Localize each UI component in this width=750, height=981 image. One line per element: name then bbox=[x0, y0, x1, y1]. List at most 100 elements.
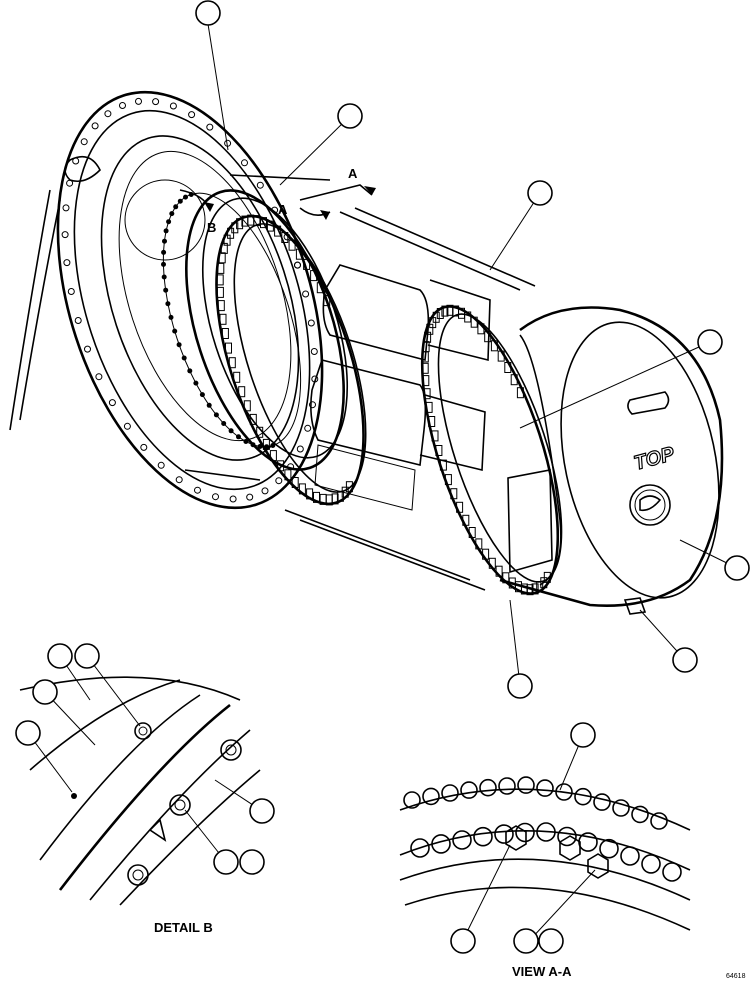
callout-1 bbox=[195, 0, 221, 26]
ring-tooth bbox=[266, 220, 274, 232]
drum-stud bbox=[176, 342, 182, 348]
flange-hole bbox=[294, 261, 301, 269]
roller bbox=[574, 787, 592, 806]
drum-stud bbox=[163, 287, 169, 293]
roller bbox=[641, 854, 661, 874]
detail-b-callout-circle: B bbox=[124, 179, 216, 261]
flange-hole bbox=[67, 288, 75, 295]
ring-tooth bbox=[490, 340, 498, 352]
view-aa-callout-4 bbox=[538, 928, 564, 954]
ring-tooth bbox=[310, 270, 318, 282]
ring-tooth bbox=[477, 323, 485, 335]
drum-stud bbox=[165, 301, 171, 307]
ring-tooth bbox=[313, 491, 320, 503]
roller bbox=[441, 784, 459, 802]
drum-stud bbox=[161, 249, 167, 255]
roller bbox=[498, 777, 516, 795]
ring-tooth bbox=[462, 514, 470, 526]
roller bbox=[555, 783, 573, 801]
ring-tooth bbox=[441, 305, 449, 317]
detail-b-marker: B bbox=[207, 220, 216, 235]
ring-tooth bbox=[216, 274, 224, 286]
ring-tooth bbox=[295, 248, 303, 260]
ring-tooth bbox=[432, 311, 440, 323]
section-arrow-a-label: A bbox=[348, 166, 358, 181]
detail-b: DETAIL B bbox=[15, 643, 275, 935]
view-aa-bolt-heads bbox=[505, 825, 609, 879]
intermediate-drum bbox=[161, 174, 349, 481]
roller bbox=[410, 838, 430, 858]
roller bbox=[599, 838, 619, 859]
roller bbox=[536, 822, 556, 842]
ring-tooth bbox=[306, 488, 314, 500]
ring-tooth bbox=[225, 342, 232, 354]
drum-stud bbox=[221, 421, 227, 426]
roller bbox=[662, 862, 682, 882]
ring-tooth bbox=[428, 416, 436, 427]
main-assembly: A A B bbox=[9, 90, 724, 615]
section-arrows: A A bbox=[278, 166, 376, 220]
flange-hole bbox=[84, 345, 91, 353]
top-marking: TOP bbox=[632, 443, 678, 475]
ring-tooth bbox=[228, 357, 236, 369]
ring-tooth bbox=[253, 215, 261, 227]
roller bbox=[578, 832, 598, 852]
flange-hole bbox=[152, 98, 160, 106]
drum-stud bbox=[236, 434, 241, 440]
detail-b-callout-3 bbox=[32, 679, 58, 705]
roller bbox=[431, 834, 451, 854]
view-aa-callout-1 bbox=[570, 722, 596, 748]
ring-tooth bbox=[262, 438, 270, 450]
drum-stud bbox=[270, 443, 276, 448]
callout-4 bbox=[697, 329, 723, 355]
roller bbox=[536, 779, 554, 797]
flange-hole bbox=[91, 122, 99, 130]
flange-hole bbox=[169, 102, 177, 110]
drum-stud bbox=[161, 274, 167, 280]
ring-tooth bbox=[516, 387, 524, 399]
drum-stud bbox=[169, 211, 175, 217]
ring-tooth bbox=[291, 477, 299, 488]
drum-stud bbox=[213, 412, 219, 418]
flange-hole bbox=[95, 373, 103, 381]
detail-b-callout-7 bbox=[239, 849, 265, 875]
ring-tooth bbox=[231, 222, 239, 234]
flange-hole bbox=[157, 461, 165, 469]
drum-stud bbox=[193, 380, 199, 386]
drum-stud bbox=[228, 428, 234, 434]
callout-6 bbox=[672, 647, 698, 673]
flange-hole bbox=[80, 138, 88, 146]
ring-tooth bbox=[540, 577, 548, 589]
ring-tooth bbox=[421, 362, 429, 374]
flange-hole bbox=[241, 159, 248, 167]
detail-b-bolts bbox=[71, 722, 242, 886]
view-a-a: VIEW A-A bbox=[399, 722, 691, 979]
ring-tooth bbox=[439, 459, 447, 471]
detail-b-callout-6 bbox=[213, 849, 239, 875]
flange-hole bbox=[309, 401, 316, 409]
flange-hole bbox=[246, 493, 254, 501]
flange-hole bbox=[175, 476, 183, 484]
flange-hole bbox=[104, 110, 112, 118]
roller bbox=[593, 793, 611, 811]
roller bbox=[473, 826, 493, 847]
ring-tooth bbox=[274, 225, 282, 237]
ring-tooth bbox=[249, 413, 257, 425]
roller bbox=[452, 830, 472, 850]
flange-hole bbox=[304, 424, 312, 432]
flange-hole bbox=[63, 259, 71, 267]
ring-tooth bbox=[425, 401, 433, 413]
flange-hole bbox=[275, 477, 283, 485]
ring-tooth bbox=[495, 565, 503, 577]
ring-tooth bbox=[475, 538, 483, 550]
ring-tooth bbox=[436, 308, 444, 319]
detail-b-callout-2 bbox=[74, 643, 100, 669]
drum-stud bbox=[172, 328, 178, 334]
ring-tooth bbox=[510, 374, 518, 386]
drum-stud bbox=[173, 204, 179, 210]
drawing-number: 64618 bbox=[726, 973, 746, 980]
ring-tooth bbox=[504, 362, 512, 373]
roller bbox=[650, 812, 668, 830]
